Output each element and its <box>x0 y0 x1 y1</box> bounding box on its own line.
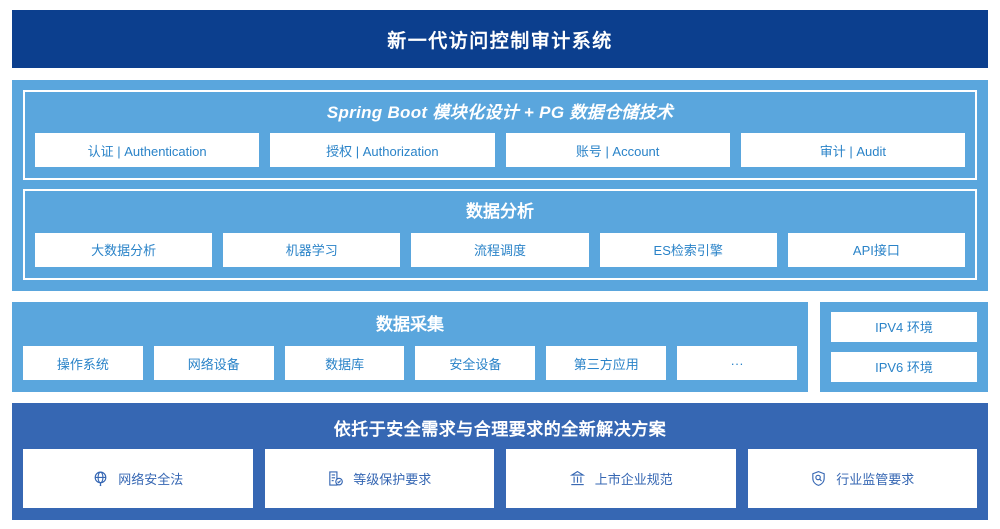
core-framework-chip-row: 认证 | Authentication 授权 | Authorization 账… <box>35 133 965 168</box>
analysis-chip-api[interactable]: API接口 <box>787 232 966 267</box>
core-chip-account[interactable]: 账号 | Account <box>505 133 730 168</box>
compliance-title: 依托于安全需求与合理要求的全新解决方案 <box>333 420 667 440</box>
compliance-chip-row: 网络安全法 等级保护要求 <box>23 449 977 508</box>
data-analysis-group: 数据分析 大数据分析 机器学习 流程调度 ES检索引擎 API接口 <box>23 189 977 280</box>
collection-row: 数据采集 操作系统 网络设备 数据库 安全设备 第三方应用 ··· IPV4 环… <box>12 301 988 393</box>
analysis-chip-machine-learning[interactable]: 机器学习 <box>223 232 401 267</box>
shield-search-icon <box>810 470 827 487</box>
core-chip-audit[interactable]: 审计 | Audit <box>740 133 965 168</box>
document-check-icon <box>327 470 344 487</box>
data-analysis-title: 数据分析 <box>466 202 534 222</box>
compliance-chip-industry-regulation[interactable]: 行业监管要求 <box>747 449 977 508</box>
compliance-chip-classified-protection[interactable]: 等级保护要求 <box>264 449 494 508</box>
compliance-label: 网络安全法 <box>118 472 184 488</box>
header-bar: 新一代访问控制审计系统 <box>12 10 988 68</box>
compliance-label: 行业监管要求 <box>836 472 915 488</box>
core-framework-group: Spring Boot 模块化设计 + PG 数据仓储技术 认证 | Authe… <box>23 90 977 181</box>
bank-building-icon <box>569 470 586 487</box>
compliance-label: 等级保护要求 <box>353 472 432 488</box>
core-chip-authentication[interactable]: 认证 | Authentication <box>35 133 260 168</box>
compliance-label: 上市企业规范 <box>594 472 673 488</box>
collection-chip-network-device[interactable]: 网络设备 <box>153 346 274 381</box>
environment-chip-ipv6[interactable]: IPV6 环境 <box>831 351 977 382</box>
environment-panel: IPV4 环境 IPV6 环境 <box>820 301 988 393</box>
collection-chip-more[interactable]: ··· <box>677 346 797 381</box>
collection-chip-database[interactable]: 数据库 <box>284 346 405 381</box>
compliance-chip-listed-enterprise[interactable]: 上市企业规范 <box>506 449 736 508</box>
data-collection-title: 数据采集 <box>376 314 444 334</box>
environment-chip-ipv4[interactable]: IPV4 环境 <box>831 311 977 342</box>
analysis-chip-process-scheduling[interactable]: 流程调度 <box>411 232 589 267</box>
data-collection-chip-row: 操作系统 网络设备 数据库 安全设备 第三方应用 ··· <box>23 346 797 381</box>
data-analysis-chip-row: 大数据分析 机器学习 流程调度 ES检索引擎 API接口 <box>35 232 966 267</box>
page-title: 新一代访问控制审计系统 <box>387 30 613 52</box>
globe-network-icon <box>92 470 109 487</box>
collection-chip-third-party-app[interactable]: 第三方应用 <box>546 346 667 381</box>
core-framework-title: Spring Boot 模块化设计 + PG 数据仓储技术 <box>326 103 674 122</box>
compliance-panel: 依托于安全需求与合理要求的全新解决方案 网络安全法 <box>12 403 988 520</box>
analysis-chip-big-data[interactable]: 大数据分析 <box>35 232 213 267</box>
data-collection-panel: 数据采集 操作系统 网络设备 数据库 安全设备 第三方应用 ··· <box>12 301 808 393</box>
compliance-chip-cybersecurity-law[interactable]: 网络安全法 <box>23 449 253 508</box>
core-chip-authorization[interactable]: 授权 | Authorization <box>270 133 495 168</box>
collection-chip-operating-system[interactable]: 操作系统 <box>23 346 143 381</box>
collection-chip-security-device[interactable]: 安全设备 <box>415 346 536 381</box>
analysis-chip-es-search-engine[interactable]: ES检索引擎 <box>599 232 777 267</box>
platform-panel: Spring Boot 模块化设计 + PG 数据仓储技术 认证 | Authe… <box>12 80 988 291</box>
